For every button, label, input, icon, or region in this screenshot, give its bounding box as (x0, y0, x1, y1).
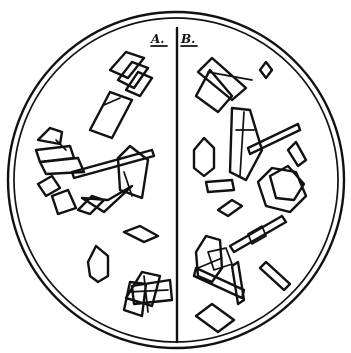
crystal-hexagon (258, 168, 306, 212)
crystal-bar (260, 262, 290, 290)
crystal-bar (124, 226, 158, 242)
panel-a-crystals (36, 52, 172, 316)
crystal-plate (90, 92, 132, 138)
crystal-plate (52, 190, 76, 214)
crystal-needle (230, 216, 286, 252)
crystal-edge (128, 290, 168, 292)
crystal-bar (206, 180, 234, 192)
crystal-hexagon (194, 138, 214, 176)
crystal-diamond (288, 142, 306, 166)
crystal-plate (196, 304, 234, 332)
crystal-diamond (218, 200, 242, 216)
crystal-diamond (260, 62, 272, 78)
crystal-plate (124, 282, 146, 316)
panel-b-crystals (194, 58, 306, 332)
crystal-edge (240, 112, 244, 176)
panel-label-b: B. (180, 32, 195, 46)
panel-label-a: A. (150, 32, 165, 46)
crystal-hexagon (88, 246, 108, 282)
